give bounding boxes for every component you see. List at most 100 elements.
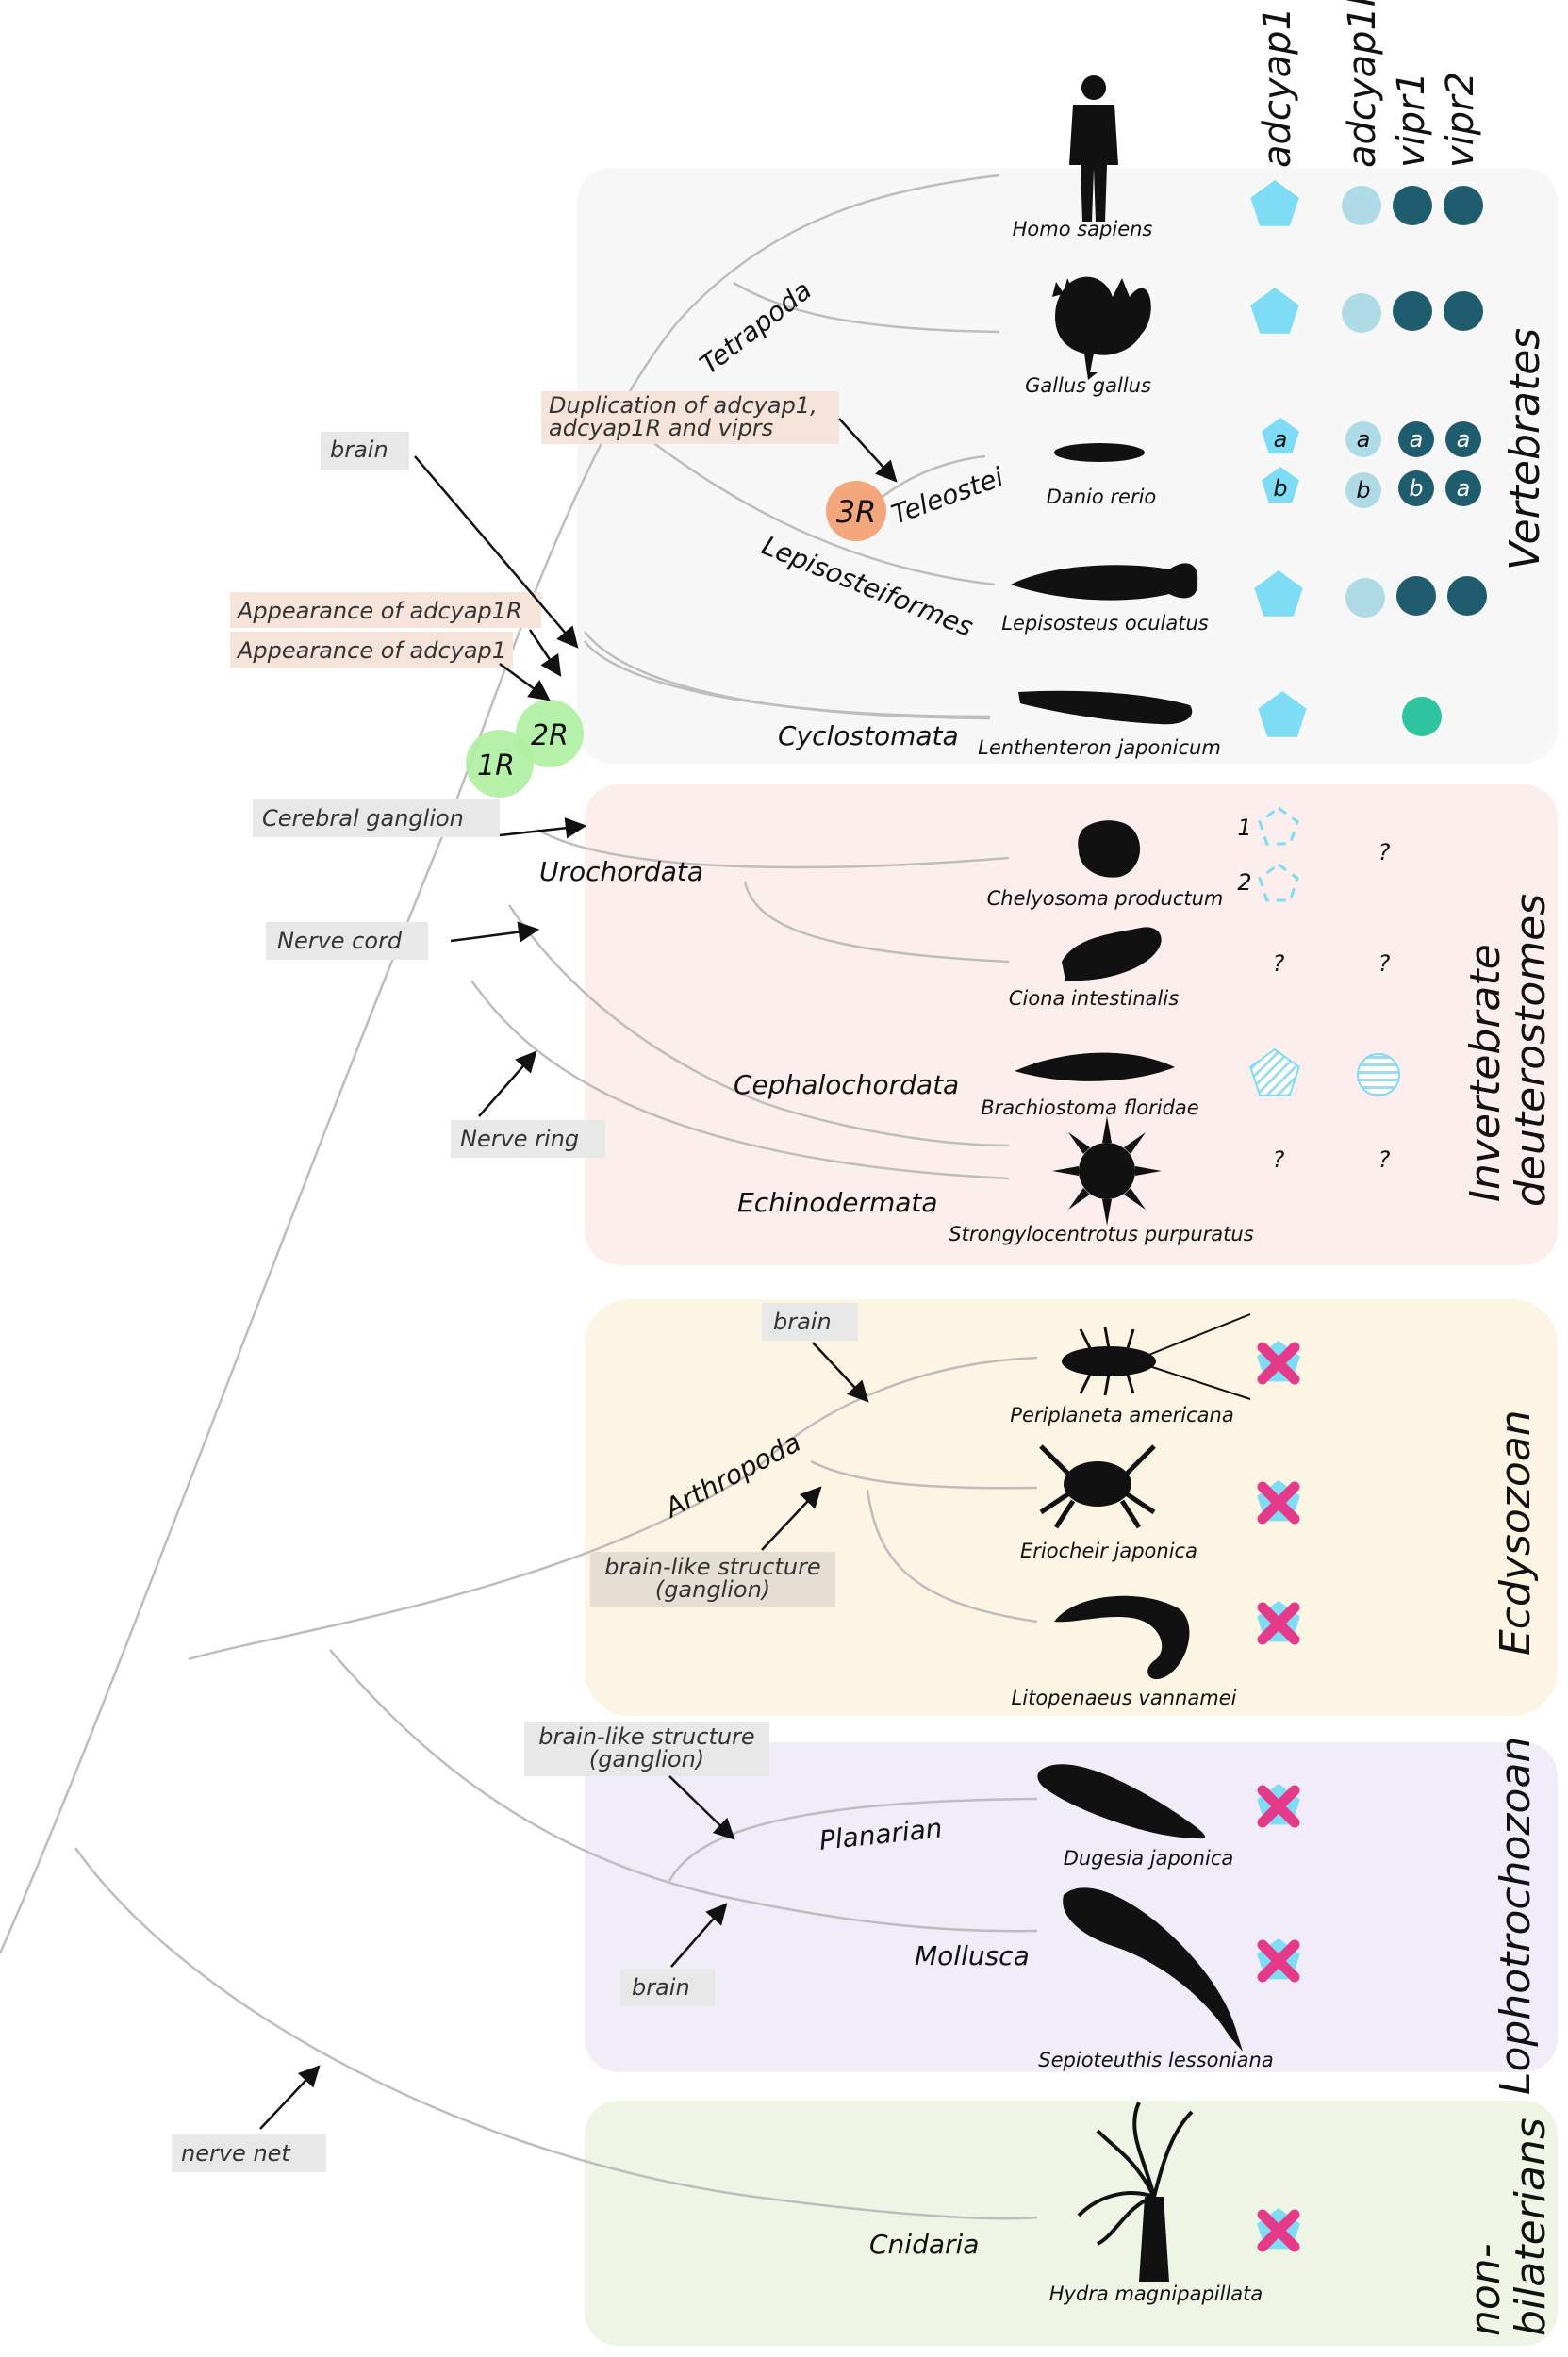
cerebral-ganglion-box — [253, 799, 500, 837]
receptor-vipr1 — [1393, 291, 1432, 331]
duplication-text-2: adcyap1R and viprs — [549, 415, 773, 441]
matrix-markers: a b a b a a b a 1 2 ? ? ? ? ? — [1237, 426, 1470, 1173]
arrow-nerve-net — [259, 2065, 321, 2130]
squid-silhouette — [1063, 1887, 1243, 2052]
cerebral-ganglion-text: Cerebral ganglion — [262, 805, 464, 832]
marker-b: b — [1273, 475, 1287, 502]
marker-one: 1 — [1237, 815, 1251, 841]
marker-unknown: ? — [1378, 1146, 1391, 1173]
marker-unknown: ? — [1273, 950, 1285, 977]
group-label-deuterostomes: deuterostomes — [1507, 894, 1555, 1207]
marker-unknown: ? — [1378, 839, 1391, 865]
brain-arthropod-text: brain — [773, 1309, 832, 1335]
invertebrate-deuterostomes-panel — [585, 784, 1558, 1265]
arrow-duplication — [838, 418, 898, 483]
shrimp-silhouette — [1054, 1595, 1190, 1680]
marker-a-white: a — [1410, 426, 1424, 453]
marker-a: a — [1357, 426, 1371, 453]
event-2r-label: 2R — [531, 719, 569, 752]
arrow-cerebral-ganglion — [499, 817, 587, 839]
absent-cross-hydra — [1257, 2208, 1300, 2249]
nonbilaterians-panel — [585, 2101, 1558, 2346]
nerve-net-box — [172, 2134, 326, 2172]
amphioxus-silhouette — [1015, 1052, 1175, 1081]
brain-mollusc-box — [620, 1969, 715, 2006]
receptor-adcyap1r — [1342, 186, 1381, 225]
species-danio: Danio rerio — [1047, 486, 1157, 508]
annotations: brain Duplication of adcyap1, adcyap1R a… — [172, 391, 858, 2172]
marker-b-white: b — [1409, 475, 1423, 502]
vertebrates-panel — [577, 168, 1558, 764]
arrow-brain-arthropod — [812, 1342, 869, 1403]
group-label-invertebrate: Invertebrate — [1461, 944, 1510, 1202]
clade-cnidaria: Cnidaria — [869, 2229, 979, 2260]
gene-header-vipr1: vipr1 — [1390, 72, 1433, 168]
species-dugesia: Dugesia japonica — [1064, 1847, 1234, 1870]
clade-mollusca: Mollusca — [915, 1940, 1030, 1971]
event-1r-label: 1R — [477, 750, 515, 783]
receptor-adcyap1r-a — [1345, 421, 1381, 457]
duplication-text-1: Duplication of adcyap1, — [549, 392, 817, 419]
arrow-brain-top — [414, 455, 579, 649]
event-1r-circle — [466, 730, 534, 798]
crab-silhouette — [1039, 1444, 1156, 1529]
receptor-vipr2 — [1447, 576, 1487, 616]
group-label-vertebrates: Vertebrates — [1501, 328, 1549, 570]
arrow-nerve-ring — [478, 1050, 537, 1117]
gene-matrix — [1249, 180, 1487, 2249]
receptor-vipr2 — [1444, 186, 1483, 225]
receptor-vipr1-a — [1398, 421, 1434, 457]
duplication-box — [541, 391, 839, 444]
clade-urochordata: Urochordata — [539, 856, 703, 887]
event-2r-circle — [516, 700, 584, 767]
tunicate-silhouette — [1078, 820, 1141, 878]
nerve-cord-box — [266, 922, 428, 960]
clade-cephalochordata: Cephalochordata — [734, 1069, 959, 1100]
brain-top-text: brain — [330, 437, 388, 463]
species-labels: Homo sapiens Gallus gallus Danio rerio L… — [949, 218, 1273, 2305]
arrow-appearance-r — [528, 629, 562, 677]
appearance-1-text: Appearance of adcyap1 — [236, 637, 506, 664]
species-lenthenteron: Lenthenteron japonicum — [978, 736, 1221, 759]
zebrafish-silhouette — [1054, 443, 1145, 462]
nerve-ring-text: Nerve ring — [460, 1126, 579, 1152]
marker-two: 2 — [1237, 869, 1251, 896]
brain-top-box — [321, 432, 409, 470]
brainlike-arthropod-text-2: (ganglion) — [655, 1576, 770, 1603]
appearance-r-box — [230, 592, 541, 628]
species-homo: Homo sapiens — [1013, 218, 1153, 240]
appearance-r-text: Appearance of adcyap1R — [236, 598, 522, 624]
species-sepioteuthis: Sepioteuthis lessoniana — [1038, 2049, 1273, 2071]
clade-echinodermata: Echinodermata — [737, 1187, 938, 1218]
brainlike-planarian-text-2: (ganglion) — [589, 1746, 704, 1772]
rooster-silhouette — [1052, 276, 1151, 380]
receptor-vipr2-a — [1445, 421, 1481, 457]
species-gallus: Gallus gallus — [1025, 374, 1151, 397]
lamprey-silhouette — [1018, 690, 1193, 725]
group-label-ecdysozoan: Ecdysozoan — [1492, 1409, 1540, 1656]
marker-a-white: a — [1457, 475, 1471, 502]
receptor-vipr1 — [1396, 576, 1436, 616]
nerve-net-text: nerve net — [181, 2140, 291, 2167]
brainlike-planarian-box — [524, 1722, 769, 1776]
ciona-silhouette — [1062, 927, 1162, 981]
group-labels: Vertebrates Invertebrate deuterostomes E… — [1461, 328, 1555, 2336]
species-litopenaeus: Litopenaeus vannamei — [1012, 1687, 1237, 1709]
gar-silhouette — [1011, 563, 1198, 601]
receptor-vipr2-a2 — [1445, 470, 1481, 506]
species-periplaneta: Periplaneta americana — [1010, 1404, 1233, 1426]
species-chelyosoma: Chelyosoma productum — [987, 887, 1224, 910]
receptor-adcyap1r-b — [1345, 472, 1381, 508]
absent-cross-sepioteuthis — [1257, 1938, 1300, 1979]
human-silhouette — [1069, 75, 1118, 222]
absent-cross-dugesia — [1257, 1784, 1300, 1824]
marker-unknown: ? — [1378, 950, 1391, 977]
cockroach-silhouette — [1062, 1313, 1251, 1400]
receptor-adcyap1r — [1345, 578, 1385, 618]
receptor-adcyap1r — [1342, 293, 1381, 333]
gene-header-vipr2: vipr2 — [1439, 72, 1482, 168]
absent-cross-eriocheir — [1257, 1480, 1300, 1521]
arrow-appearance-1 — [499, 662, 551, 701]
arrow-brainlike-planarian — [668, 1775, 735, 1840]
species-ciona: Ciona intestinalis — [1009, 987, 1179, 1010]
